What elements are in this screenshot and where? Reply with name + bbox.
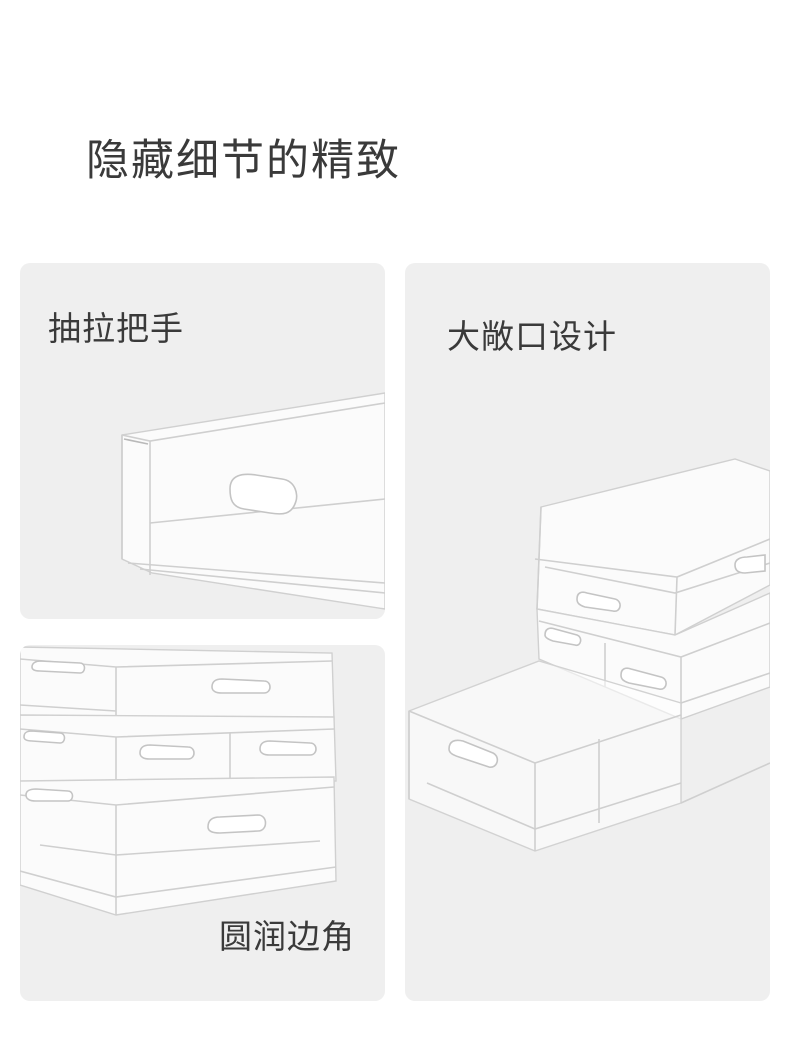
feature-label: 大敞口设计 — [447, 317, 617, 356]
feature-label: 圆润边角 — [219, 917, 355, 957]
stacked-drawers-illustration — [20, 646, 337, 916]
feature-card-pull-handle: 抽拉把手 — [20, 263, 385, 619]
feature-label: 抽拉把手 — [48, 309, 184, 348]
open-front-drawers-illustration — [408, 458, 770, 852]
feature-card-rounded-corners: 圆润边角 — [20, 645, 385, 1001]
page-title: 隐藏细节的精致 — [86, 136, 401, 186]
drawer-handle-illustration — [121, 392, 385, 610]
feature-card-wide-opening: 大敞口设计 — [405, 263, 770, 1001]
